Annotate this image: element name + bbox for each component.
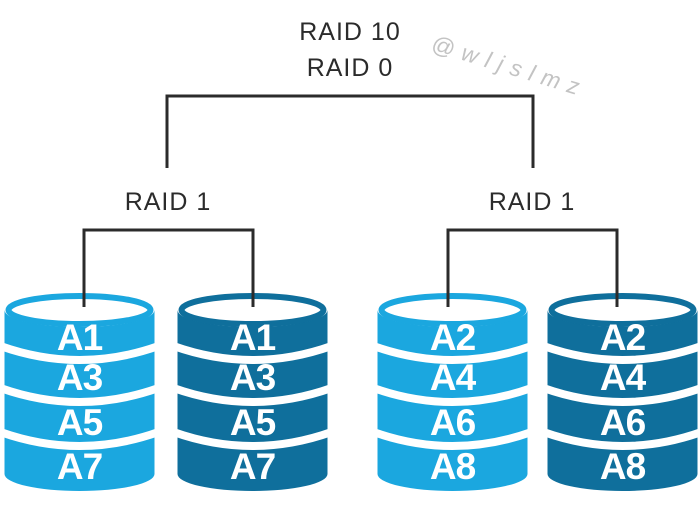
top-bracket-line: [165, 94, 535, 168]
disk-segment-label: A2: [430, 317, 476, 358]
title-raid10: RAID 10: [299, 18, 401, 46]
disk-segment-label: A4: [430, 357, 477, 398]
disk-segment-label: A5: [57, 402, 103, 443]
raid1-label-right: RAID 1: [488, 188, 576, 216]
watermark-text: @wljslmz: [428, 30, 591, 103]
disk-3: A2 A4 A6 A8: [369, 287, 536, 491]
title-raid0: RAID 0: [306, 54, 394, 82]
disk-cylinder-icon: A1 A3 A5 A7: [0, 293, 163, 491]
disk-segment-label: A8: [430, 446, 476, 487]
disk-1: A1 A3 A5 A7: [0, 287, 163, 491]
disk-segment-label: A7: [57, 446, 102, 487]
raid1-label-left: RAID 1: [124, 188, 212, 216]
disk-segment-label: A6: [600, 402, 646, 443]
disk-segment-label: A5: [230, 402, 276, 443]
disk-segment-label: A4: [600, 357, 647, 398]
disk-4: A2 A4 A6 A8: [539, 287, 700, 491]
disk-segment-label: A8: [600, 446, 646, 487]
disk-segment-label: A2: [600, 317, 646, 358]
disk-cylinder-icon: A1 A3 A5 A7: [169, 293, 336, 491]
disk-segment-label: A3: [230, 357, 276, 398]
disk-segment-label: A3: [57, 357, 103, 398]
disk-segment-label: A6: [430, 402, 476, 443]
disk-segment-label: A7: [230, 446, 275, 487]
disk-cylinder-icon: A2 A4 A6 A8: [369, 293, 536, 491]
diagram-title: RAID 10 RAID 0: [250, 14, 450, 86]
disk-segment-label: A1: [57, 317, 103, 358]
disk-2: A1 A3 A5 A7: [169, 287, 336, 491]
disk-segment-label: A1: [230, 317, 276, 358]
disk-cylinder-icon: A2 A4 A6 A8: [539, 293, 700, 491]
